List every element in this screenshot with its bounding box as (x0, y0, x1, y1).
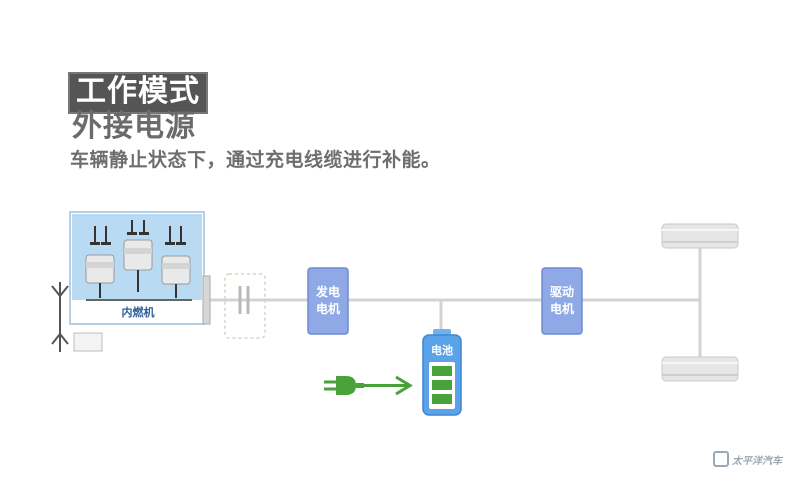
drive-motor-label-2: 电机 (550, 301, 574, 316)
mode-badge: 工作模式 (68, 72, 208, 114)
battery-bar (432, 394, 452, 404)
generator-label-2: 电机 (316, 301, 340, 316)
watermark-text: 太平洋汽车 (732, 455, 782, 467)
watermark-logo-icon (713, 451, 729, 467)
flywheel (202, 275, 211, 325)
battery-bar (432, 366, 452, 376)
front-box (73, 332, 103, 352)
mode-description: 车辆静止状态下，通过充电线缆进行补能。 (70, 149, 441, 171)
battery: 电池 (422, 329, 462, 416)
charging-plug-icon (324, 375, 413, 396)
drive-motor: 驱动 电机 (541, 267, 583, 335)
battery-bar (432, 380, 452, 390)
clutch (224, 273, 266, 339)
watermark: 太平洋汽车 (713, 451, 782, 467)
battery-level-bars (432, 366, 452, 404)
drive-motor-label-1: 驱动 (550, 285, 574, 299)
engine-label: 内燃机 (122, 305, 155, 319)
generator: 发电 电机 (307, 267, 349, 335)
mode-title: 外接电源 (72, 109, 196, 144)
engine: 内燃机 (69, 211, 205, 325)
wheel-bottom (661, 356, 739, 382)
steering-linkage (51, 282, 69, 352)
generator-label-1: 发电 (315, 284, 340, 299)
wheel-top (661, 223, 739, 249)
battery-label: 电池 (431, 343, 453, 357)
